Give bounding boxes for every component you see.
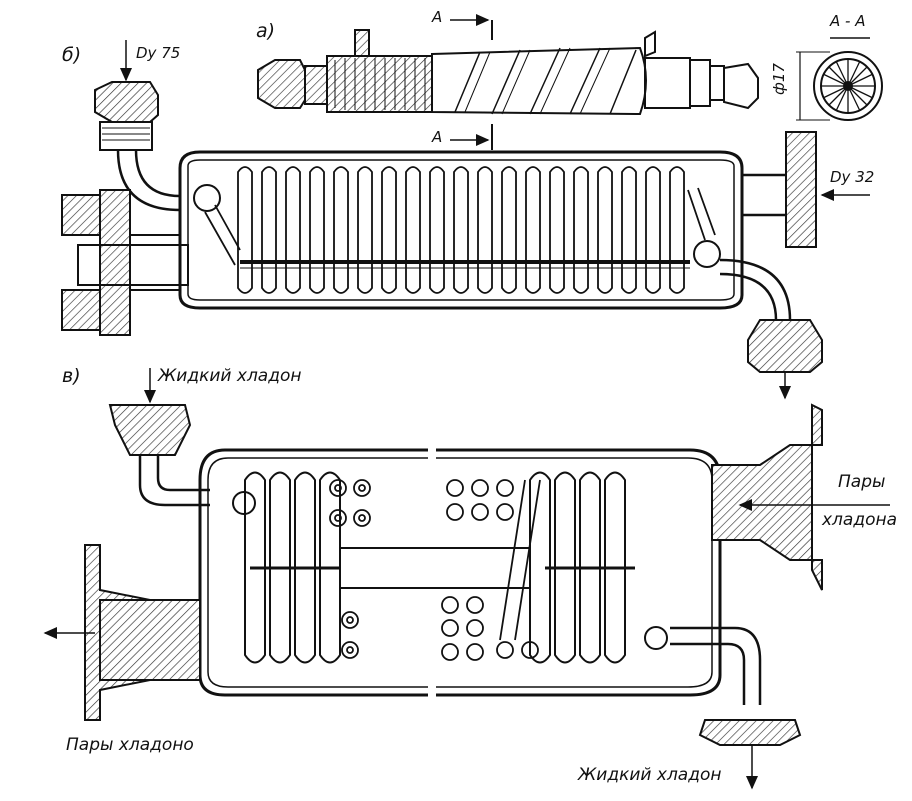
liquid-inlet-label: Жидкий хладон xyxy=(158,366,302,386)
section-a-a xyxy=(796,37,883,121)
figure-a-label: а) xyxy=(256,20,276,42)
figure-v-label: в) xyxy=(62,365,81,387)
figure-b-exchanger xyxy=(61,40,870,400)
figure-a-element xyxy=(257,14,759,150)
vapor-inlet-label-line1: Пары xyxy=(838,472,886,492)
section-mark-top: A xyxy=(432,8,443,26)
dy75-label: Dy 75 xyxy=(136,44,181,62)
vapor-inlet-label-line2: хладона xyxy=(822,510,898,530)
figure-b-label: б) xyxy=(62,44,82,66)
diameter-dimension: ф17 xyxy=(770,63,788,95)
figure-v-exchanger xyxy=(43,368,890,790)
section-view-label: A - A xyxy=(830,12,866,30)
section-mark-bottom: A xyxy=(432,128,443,146)
vapor-outlet-label: Пары хладоно xyxy=(66,735,194,755)
liquid-outlet-label: Жидкий хладон xyxy=(578,765,722,785)
dy32-label: Dy 32 xyxy=(830,168,875,186)
